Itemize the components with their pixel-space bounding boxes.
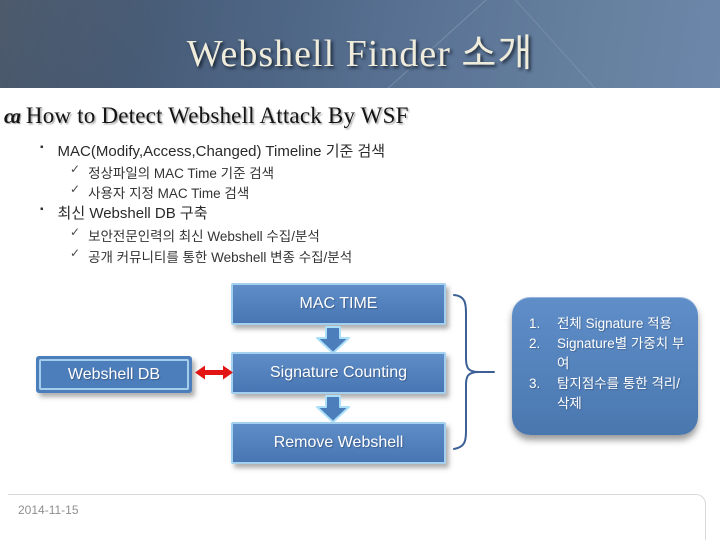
note-item-number: 3. [529,376,541,391]
note-item-number: 2. [529,336,541,351]
arrow-down-icon [316,395,350,423]
curly-brace [453,294,495,450]
list-item: ✓ 공개 커뮤니티를 통한 Webshell 변종 수집/분석 [70,246,352,266]
note-item: 3. 탐지점수를 통한 격리/삭제 [529,374,688,414]
list-item-text: 정상파일의 MAC Time 기준 검색 [88,166,275,181]
flow-box-remove-webshell: Remove Webshell [231,422,446,464]
square-bullet-icon: ▪ [40,204,44,215]
list-item-text: 공개 커뮤니티를 통한 Webshell 변종 수집/분석 [88,250,353,265]
square-bullet-icon: ▪ [40,142,44,153]
note-item: 1. 전체 Signature 적용 [529,314,688,334]
check-bullet-icon: ✓ [70,246,81,260]
arrow-down-icon [316,326,350,354]
list-item-text: MAC(Modify,Access,Changed) Timeline 기준 검… [57,143,386,160]
note-item-text: 탐지점수를 통한 격리/삭제 [557,376,681,411]
list-item-text: 사용자 지정 MAC Time 검색 [88,186,250,201]
heading-bullet-icon: ca [4,106,21,128]
check-bullet-icon: ✓ [70,162,81,176]
note-item-text: 전체 Signature 적용 [557,316,672,331]
list-item-text: 보안전문인력의 최신 Webshell 수집/분석 [88,229,320,244]
slide-title: Webshell Finder 소개 [186,33,534,75]
side-box-webshell-db: Webshell DB [36,356,192,393]
note-box: 1. 전체 Signature 적용 2. Signature별 가중치 부여 … [512,297,698,435]
check-bullet-icon: ✓ [70,182,81,196]
list-item: ✓ 사용자 지정 MAC Time 검색 [70,182,249,202]
note-item: 2. Signature별 가중치 부여 [529,334,688,374]
double-arrow-icon [195,365,233,380]
footer-divider [8,494,706,540]
flow-box-signature-counting: Signature Counting [231,352,446,394]
list-item-text: 최신 Webshell DB 구축 [57,205,208,222]
footer-date: 2014-11-15 [18,503,79,517]
side-box-label: Webshell DB [67,365,161,383]
section-heading-label: How to Detect Webshell Attack By WSF [25,103,409,128]
note-item-text: Signature별 가중치 부여 [557,336,685,371]
section-heading: ca How to Detect Webshell Attack By WSF [4,103,409,129]
list-item: ✓ 정상파일의 MAC Time 기준 검색 [70,162,274,182]
list-item: ✓ 보안전문인력의 최신 Webshell 수집/분석 [70,225,320,245]
title-banner: Webshell Finder 소개 [0,0,720,88]
list-item: ▪ 최신 Webshell DB 구축 [40,202,208,223]
check-bullet-icon: ✓ [70,225,81,239]
list-item: ▪ MAC(Modify,Access,Changed) Timeline 기준… [40,140,385,161]
flow-box-mac-time: MAC TIME [231,283,446,325]
note-item-number: 1. [529,316,541,331]
